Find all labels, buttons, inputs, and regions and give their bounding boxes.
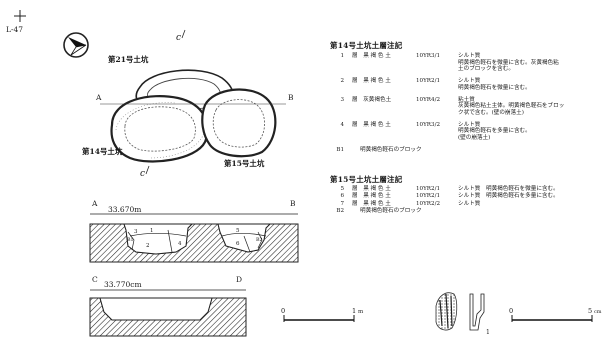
layer-number: 5 [340,186,344,192]
grid-marker-label: L-47 [6,25,23,34]
layer-name: 層 黒 褐 色 土 [352,53,391,59]
layer-description: 土のブロックを含む。 [458,66,514,73]
layer-description: シルト質 [458,78,481,85]
layer-description: シルト質 明黄褐色軽石を微量に含む。 [458,186,559,192]
plan-view: A B c c 第21号土坑 第14号土坑 第15号土坑 [82,29,294,179]
munsell-code: 10YR3/2 [416,121,441,128]
scale-1m-end: 1 [352,307,356,315]
svg-text:c: c [140,169,145,179]
munsell-code: 10YR2/1 [416,78,441,85]
section-ab-elevation: 33.670m [108,205,141,214]
layer-description: 粘土質 [458,96,475,103]
section-cd-start: C [92,275,98,284]
layer-name: 層 黒 褐 色 土 [352,193,391,200]
section-cd: C 33.770cm D [89,275,247,337]
section-ab: A 33.670m B 1 2 3 4 5 6 B1 B2 [89,199,299,263]
svg-text:c: c [176,33,181,43]
scale-5cm-unit: cm [594,309,602,315]
layer-5-label: 5 [236,228,240,234]
scale-5cm-zero: 0 [509,307,513,315]
section-ab-start: A [91,199,98,208]
layer-b1-label: B1 [127,237,134,243]
layer-number: 2 [340,78,344,85]
layer-description: シルト質 [458,200,481,207]
layer-4-label: 4 [178,241,182,247]
grid-marker: L-47 [6,10,26,34]
layer-number: B2 [336,208,344,215]
legend-15-title: 第15号土坑土層注記 [330,175,403,184]
north-arrow-icon [63,32,89,58]
layer-2-label: 2 [146,243,150,249]
layer-description: シルト質 明黄褐色軽石を多量に含む。 [458,193,559,200]
pit-15-label: 第15号土坑 [224,158,265,168]
section-ab-hatch [89,223,299,263]
pit-21-label: 第21号土坑 [108,54,149,64]
layer-name: 明黄褐色軽石のブロック [360,146,422,153]
layer-description: 明黄褐色軽石を微量に含む。灰黄褐色粘 [458,59,559,66]
scale-bar-5cm: 0 5 cm [509,307,602,322]
scale-bar-1m: 0 1 m [281,307,364,322]
munsell-code: 10YR2/2 [416,200,441,207]
munsell-code: 10YR3/1 [416,53,441,59]
layer-description: ク状で含む。(壁の崩落土) [458,109,524,116]
legend-14-title: 第14号土坑土層注記 [330,41,403,50]
section-ab-end: B [290,199,296,208]
layer-number: 4 [340,121,344,128]
pit-14-inner [124,106,196,152]
scale-1m-zero: 0 [281,307,285,315]
layer-6-label: 6 [236,241,240,247]
scale-1m-unit: m [358,309,364,315]
pit-15-outline [201,88,277,158]
layer-number: 6 [340,193,344,200]
section-cd-elevation: 33.770cm [104,280,142,289]
layer-name: 層 黒 褐 色 土 [352,121,391,128]
section-b-label: B [288,93,294,102]
legend-15: 5 層 黒 褐 色 土 10YR2/1 シルト質 明黄褐色軽石を微量に含む。 6 層 黒 … [330,186,602,226]
layer-description: シルト質 [458,53,481,59]
layer-number: 1 [340,53,344,59]
layer-name: 層 黒 褐 色 土 [352,186,391,192]
layer-number: 7 [340,200,344,207]
munsell-code: 10YR2/1 [416,186,441,192]
scale-5cm-end: 5 [588,307,592,315]
pit-14-label: 第14号土坑 [82,146,123,156]
layer-number: B1 [336,146,344,153]
artifact-number: 1 [486,329,490,336]
layer-description: 明黄褐色軽石を多量に含む。 [458,128,531,135]
layer-name: 層 黒 褐 色 土 [352,78,391,85]
artifact-drawing: 1 [435,292,490,336]
layer-3-label: 3 [134,229,138,235]
layer-1-label: 1 [150,228,154,234]
layer-b2-label: B2 [256,237,263,243]
munsell-code: 10YR2/1 [416,193,441,200]
layer-name: 層 灰黄褐色土 [352,96,392,103]
pit-15-inner [212,99,265,148]
layer-description: (壁の崩落土) [458,134,491,141]
layer-name: 明黄褐色軽石のブロック [360,208,422,215]
layer-name: 層 黒 褐 色 土 [352,200,391,207]
layer-number: 3 [340,96,344,103]
pit-14-outline [110,95,209,163]
layer-description: 明黄褐色軽石を微量に含む。 [458,84,531,91]
artifact-profile [469,293,485,331]
layer-description: シルト質 [458,121,481,128]
section-a-label: A [95,93,102,102]
layer-description: 灰黄褐色粘土主体。明黄褐色軽石をブロッ [458,103,565,110]
section-cd-end: D [236,275,242,284]
munsell-code: 10YR4/2 [416,96,441,103]
